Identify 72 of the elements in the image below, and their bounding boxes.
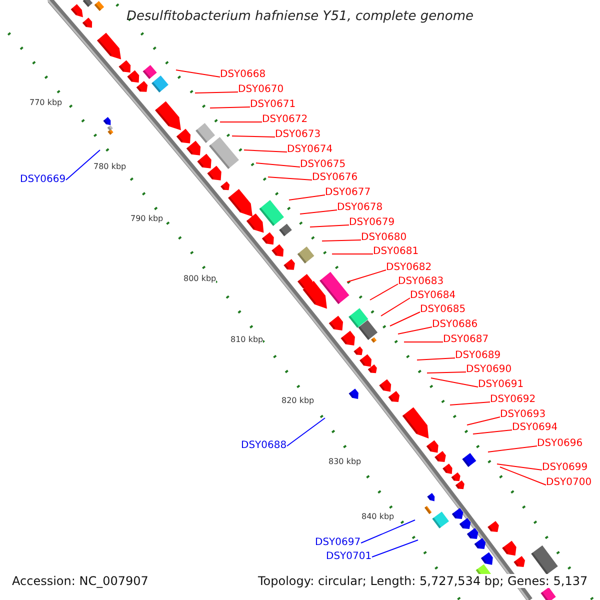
leader-line xyxy=(466,416,500,426)
gene-label: DSY0673 xyxy=(275,129,321,141)
gene-label: DSY0670 xyxy=(238,84,284,96)
leader-line xyxy=(416,358,456,360)
leader-line xyxy=(310,224,350,228)
leader-line xyxy=(346,270,386,282)
leader-line xyxy=(268,176,312,180)
leader-line xyxy=(194,92,238,94)
leader-line xyxy=(370,284,398,300)
leader-line xyxy=(176,70,220,78)
gene-label: DSY0685 xyxy=(420,304,466,316)
leader-line xyxy=(300,210,338,214)
leader-line xyxy=(398,326,432,334)
footer-text: Topology: circular; Length: 5,727,534 bp; Genes: 5,137 xyxy=(256,574,590,588)
gene-label: DSY0697 xyxy=(315,537,361,549)
leader-line xyxy=(430,378,478,388)
leader-line xyxy=(426,372,466,374)
leader-line xyxy=(244,150,288,152)
gene-label: DSY0669 xyxy=(20,174,66,186)
leader-line xyxy=(450,402,490,406)
gene-label: DSY0677 xyxy=(325,187,371,199)
tick-label: 780 kbp xyxy=(94,162,126,172)
leader-line xyxy=(360,520,416,544)
leader-line xyxy=(286,418,326,446)
tick-label: 770 kbp xyxy=(30,98,62,108)
gene-label: DSY0679 xyxy=(349,217,395,229)
gene-label: DSY0693 xyxy=(500,409,546,421)
leader-line xyxy=(232,136,276,138)
gene-label: DSY0694 xyxy=(512,422,558,434)
gene-label: DSY0688 xyxy=(241,440,287,452)
tick-label: 840 kbp xyxy=(362,512,394,522)
leader-line xyxy=(472,430,512,434)
gene-label: DSY0686 xyxy=(432,319,478,331)
gene-label: DSY0680 xyxy=(361,232,407,244)
gene-label: DSY0692 xyxy=(490,394,536,406)
leader-line xyxy=(380,298,410,316)
leader-line xyxy=(256,162,300,168)
gene-label: DSY0684 xyxy=(410,290,456,302)
gene-label: DSY0699 xyxy=(542,462,588,474)
gene-label: DSY0690 xyxy=(466,364,512,376)
gene-label: DSY0700 xyxy=(546,477,592,489)
gene-label: DSY0687 xyxy=(443,334,489,346)
tick-label: 810 kbp xyxy=(230,335,264,345)
gene-label: DSY0671 xyxy=(250,99,296,111)
leader-line xyxy=(496,464,542,470)
title: Desulfitobacterium hafniense Y51, complete genome xyxy=(125,9,474,24)
tick-label: 830 kbp xyxy=(328,457,362,467)
gene-label: DSY0683 xyxy=(398,276,444,288)
gene-label: DSY0672 xyxy=(262,114,308,126)
gene-label: DSY0691 xyxy=(478,379,524,391)
leader-line xyxy=(322,240,362,242)
gene-label: DSY0681 xyxy=(373,246,419,258)
gene-label: DSY0668 xyxy=(220,69,266,81)
leader-line xyxy=(210,106,250,108)
leader-line xyxy=(390,312,420,326)
gene-label: DSY0682 xyxy=(386,262,432,274)
tick-label: 820 kbp xyxy=(282,396,314,406)
gene-label: DSY0701 xyxy=(326,551,372,563)
tick-label: 790 kbp xyxy=(130,214,164,224)
leader-line xyxy=(66,150,100,180)
footer-text: Accession: NC_007907 xyxy=(10,574,150,588)
leader-line xyxy=(372,540,418,558)
gene-label: DSY0696 xyxy=(537,438,583,450)
gene-label: DSY0678 xyxy=(337,202,383,214)
gene-label: DSY0689 xyxy=(455,350,501,362)
leader-line xyxy=(488,446,538,452)
gene-label: DSY0674 xyxy=(287,144,333,156)
leader-line xyxy=(500,466,546,486)
gene-label: DSY0675 xyxy=(300,159,346,171)
leader-line xyxy=(288,194,326,200)
tick-label: 800 kbp xyxy=(184,274,216,284)
gene-label: DSY0676 xyxy=(312,172,358,184)
